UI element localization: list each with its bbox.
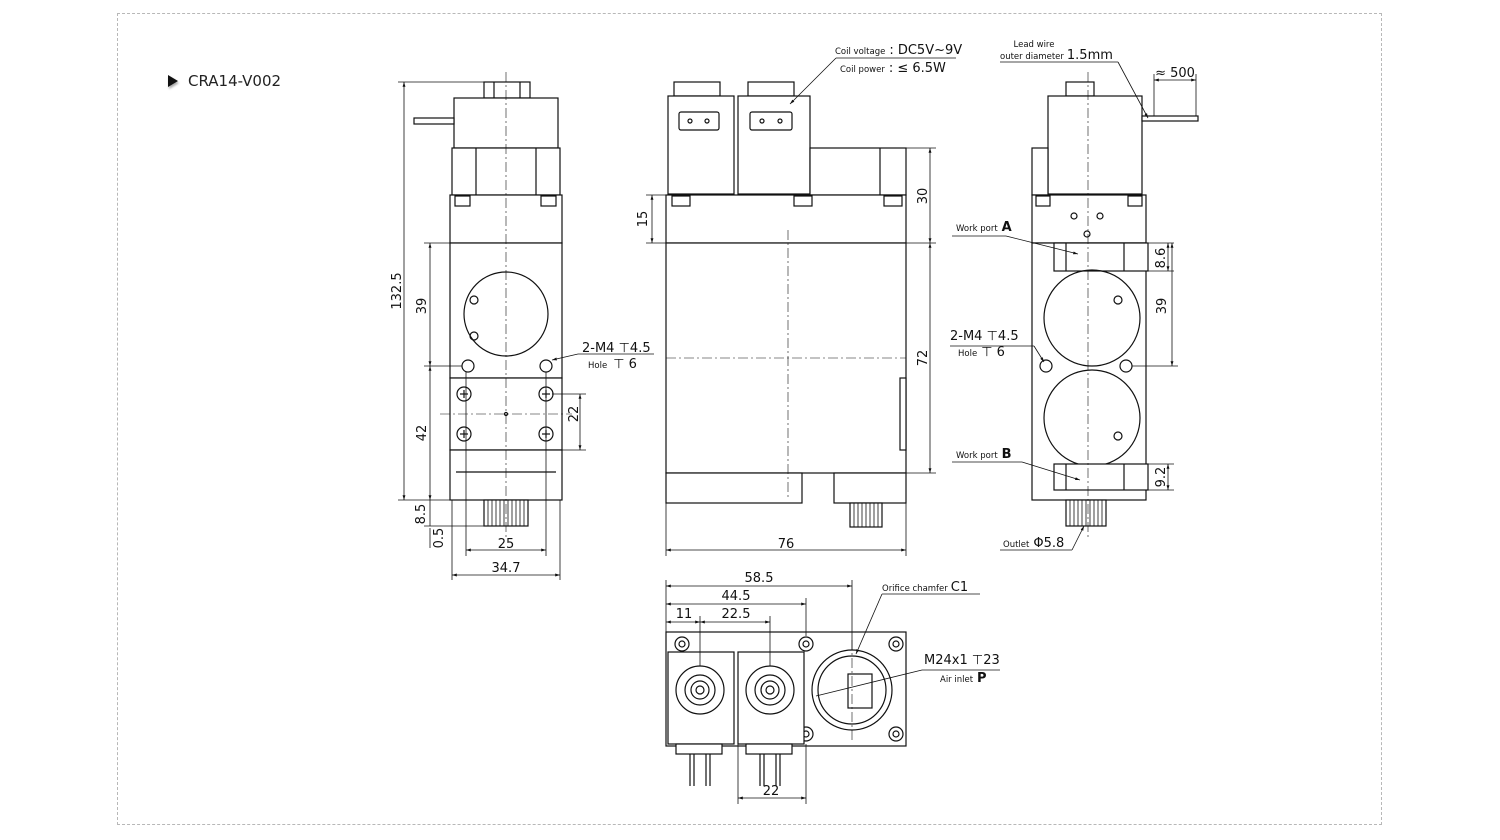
bullet-arrow-icon [168, 75, 178, 87]
spec-coil-power: Coil power: ≤ 6.5W [840, 61, 946, 76]
bottom-view [665, 631, 907, 786]
spec-lead-wire-label-1: Lead wire [1014, 40, 1055, 50]
dim-bottom-22: 22 [763, 784, 780, 799]
dim-bottom-11: 11 [676, 607, 693, 622]
callout-right-hole: Hole⊤ 6 [958, 345, 1005, 360]
dim-left-total-height: 132.5 [390, 272, 405, 309]
dim-left-upper: 39 [415, 298, 430, 315]
dim-right-port-a: 8.6 [1154, 248, 1169, 269]
dim-right-port-b: 9.2 [1154, 467, 1169, 488]
work-port-b [1053, 463, 1149, 491]
dim-left-width-outer: 34.7 [492, 561, 521, 576]
dim-front-width: 76 [778, 537, 795, 552]
callout-inlet-thread: M24x1 ⊤23 [924, 653, 1000, 668]
drawing-frame [117, 13, 1382, 825]
front-dimensions [646, 57, 956, 556]
dim-left-base: 8.5 [414, 504, 429, 525]
dim-left-width-inner: 25 [498, 537, 515, 552]
callout-mount-thread: 2-M4 ⊤4.5 [582, 341, 651, 356]
spec-coil-voltage: Coil voltage: DC5V~9V [835, 43, 962, 58]
right-coil [1047, 95, 1143, 195]
model-title: CRA14-V002 [168, 72, 281, 90]
dim-front-top: 15 [636, 211, 651, 228]
dim-left-offset: 0.5 [432, 528, 447, 549]
dim-left-lower: 42 [415, 425, 430, 442]
coil-left [667, 95, 735, 195]
dim-bottom-22-5: 22.5 [722, 607, 751, 622]
coil-right [737, 95, 811, 195]
dim-right-spacing: 39 [1155, 298, 1170, 315]
lead-wire [413, 117, 455, 125]
dim-front-body: 72 [916, 350, 931, 367]
callout-right-mount-thread: 2-M4 ⊤4.5 [950, 329, 1019, 344]
dim-bottom-58-5: 58.5 [745, 571, 774, 586]
right-side-view [1031, 72, 1199, 540]
dim-left-hole-spacing: 22 [567, 406, 582, 423]
work-port-a [1053, 242, 1149, 272]
left-side-view [413, 72, 572, 540]
dim-bottom-44-5: 44.5 [722, 589, 751, 604]
model-number: CRA14-V002 [188, 72, 282, 90]
bottom-dimensions [665, 580, 1000, 804]
right-lead-wire [1141, 115, 1199, 122]
dim-front-coil: 30 [916, 188, 931, 205]
coil-nut [483, 81, 531, 99]
front-view [665, 81, 907, 528]
dim-lead-length: ≈ 500 [1155, 66, 1195, 81]
right-dimensions [950, 61, 1197, 551]
right-port-circle-upper [1043, 269, 1141, 367]
callout-hole: Hole⊤ 6 [588, 357, 637, 372]
left-dimensions [398, 81, 654, 580]
